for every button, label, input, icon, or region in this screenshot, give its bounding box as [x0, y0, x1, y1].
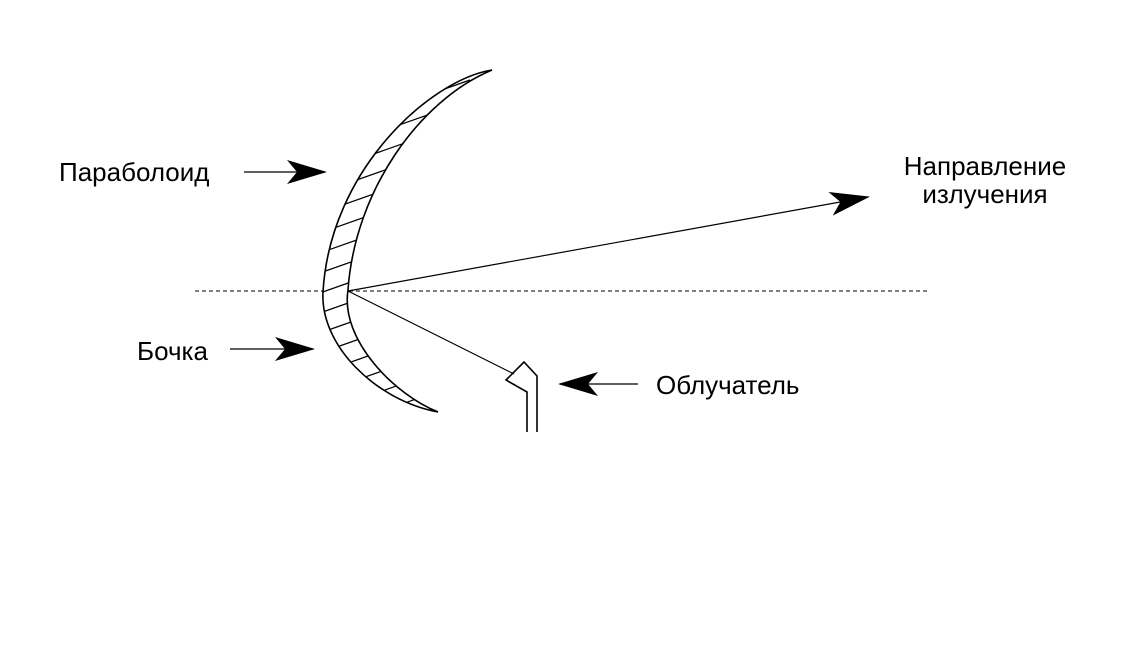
barrel-label: Бочка: [137, 336, 208, 366]
reflector-outline: [322, 69, 493, 413]
radiation-direction-line2: излучения: [922, 179, 1048, 209]
radiation-direction-label: Направление излучения: [880, 152, 1090, 208]
feed-label: Облучатель: [656, 370, 800, 400]
reflector: [322, 69, 493, 413]
feed-ray: [347, 290, 515, 375]
radiation-ray: [347, 191, 870, 292]
paraboloid-label: Параболоид: [59, 157, 210, 187]
feed-horn: [504, 360, 538, 432]
radiation-direction-line1: Направление: [903, 151, 1067, 181]
